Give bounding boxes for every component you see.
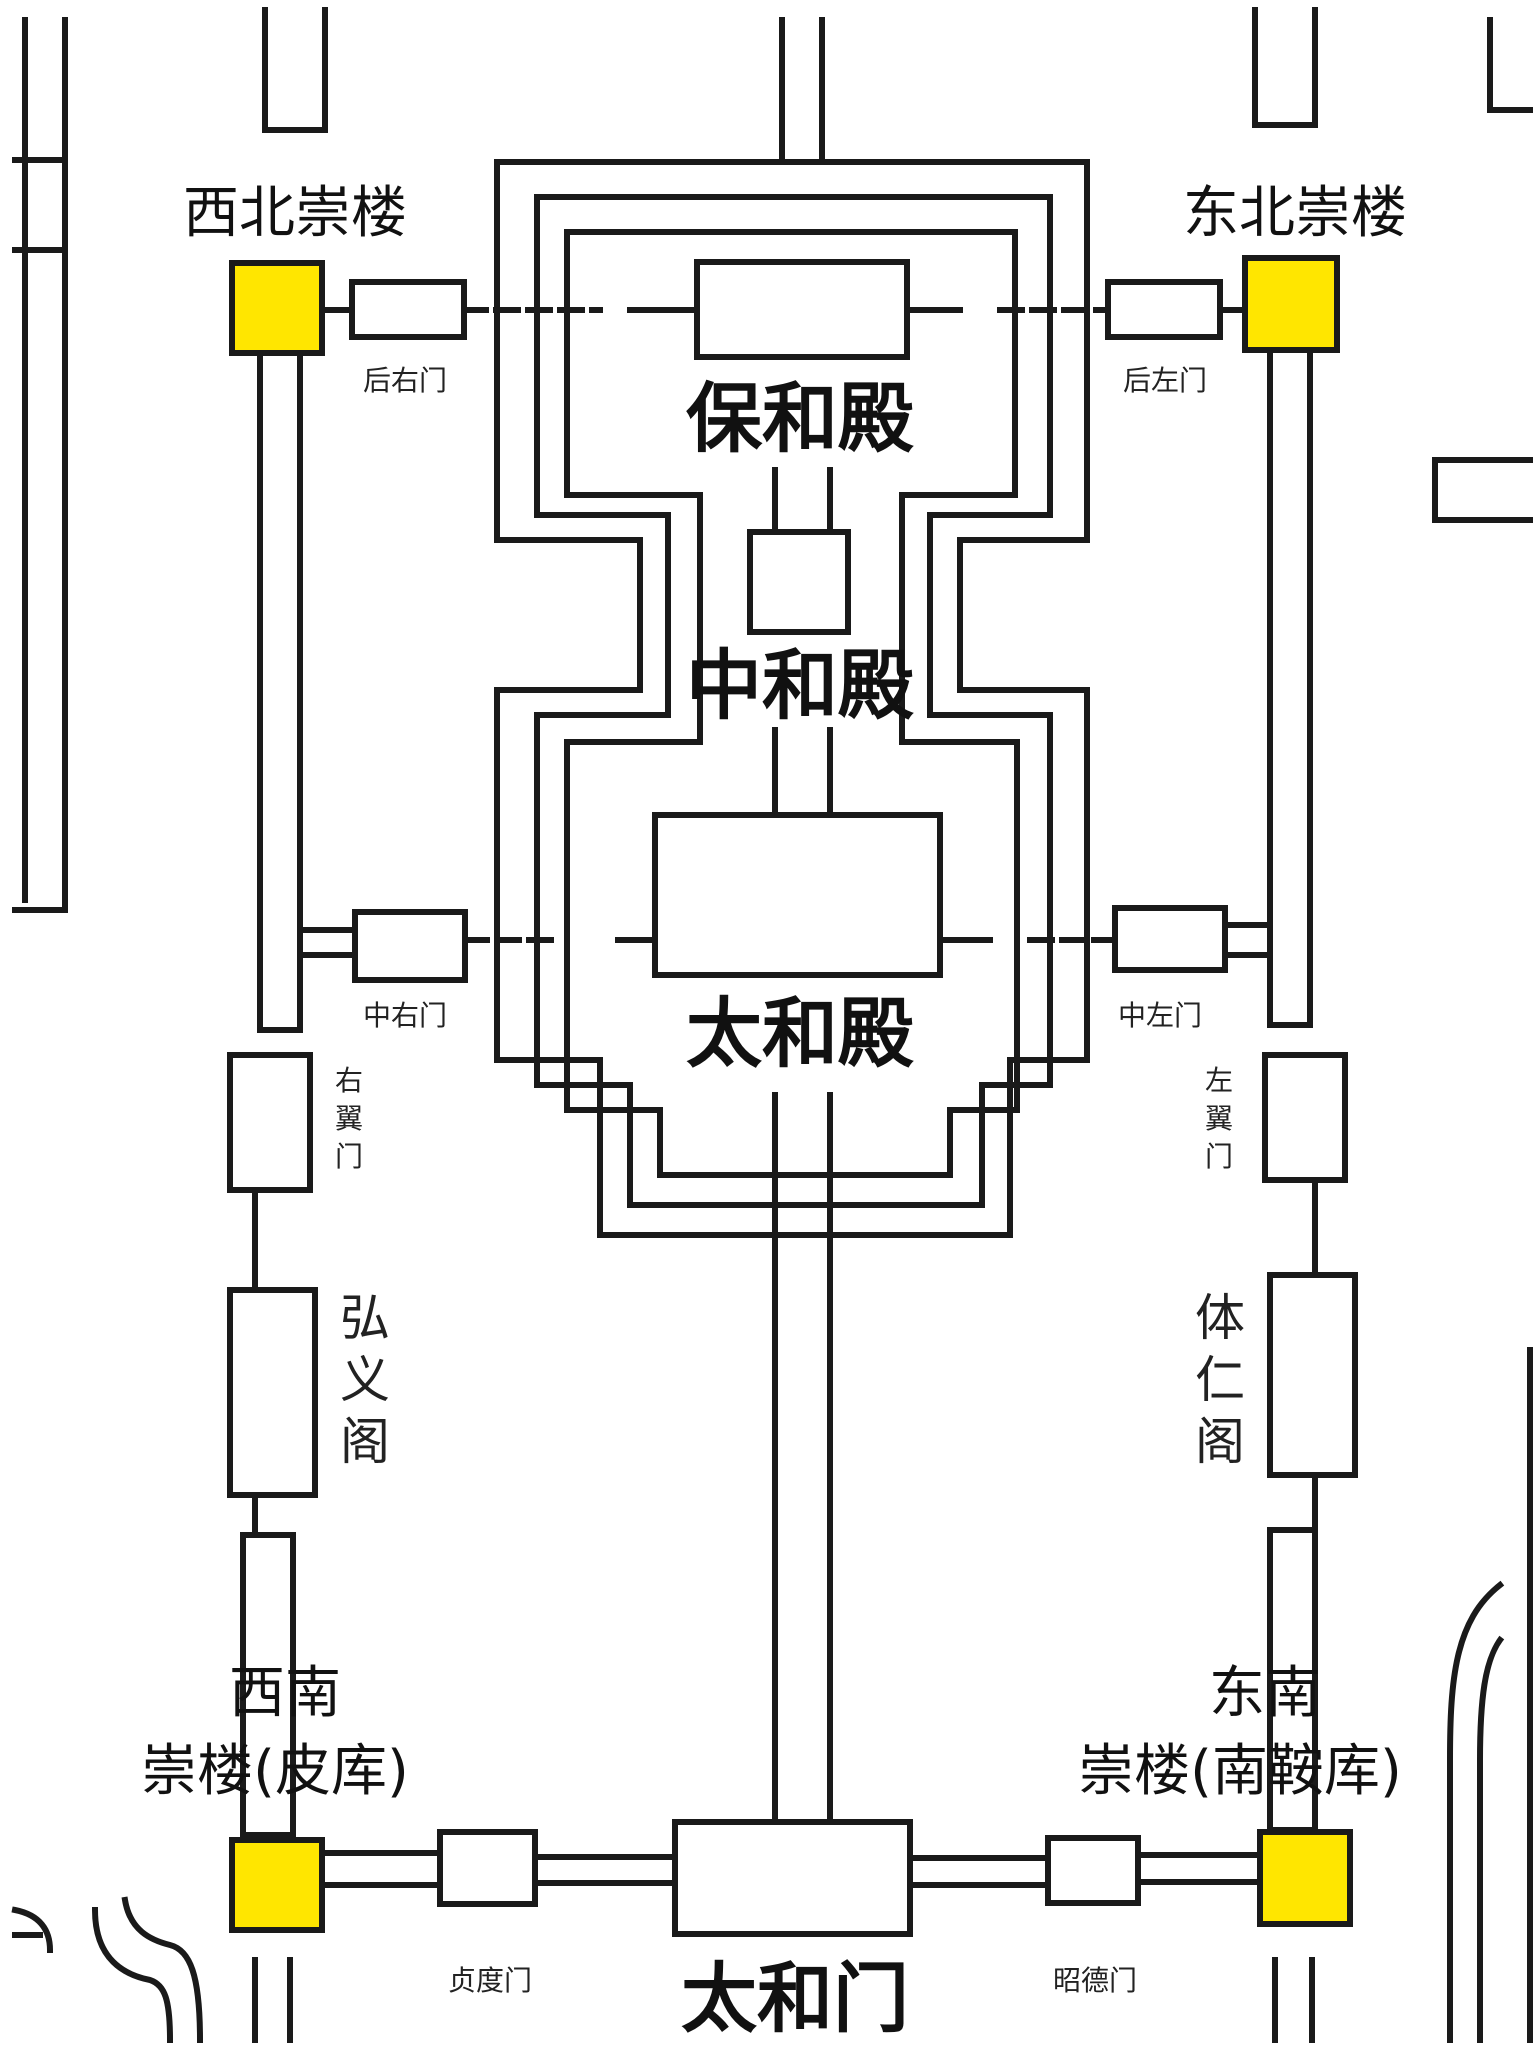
south-gate-row <box>317 1819 1263 1937</box>
top-left-building <box>262 7 328 133</box>
central-south-road <box>772 1092 833 1831</box>
zuo-yi-gate-label: 左翼门 <box>1205 1064 1233 1173</box>
baohe-hall-building[interactable] <box>694 259 910 360</box>
zhonghe-hall-label: 中和殿 <box>686 641 914 730</box>
tiren-pavilion[interactable] <box>1267 1272 1358 1478</box>
southwest-tower-label-line1: 西南 <box>229 1661 341 1726</box>
you-yi-gate-label: 右翼门 <box>335 1064 363 1173</box>
hou-you-gate[interactable] <box>349 279 467 340</box>
taihe-hall[interactable]: 太和殿 <box>615 812 993 1078</box>
southwest-corner-tower[interactable] <box>229 1837 325 1933</box>
southeast-corner-tower[interactable] <box>1257 1829 1353 1927</box>
top-right-building <box>1252 7 1318 128</box>
hou-you-gate-label: 后右门 <box>363 364 447 397</box>
southwest-tower-label-line2: 崇楼(皮库) <box>141 1739 409 1804</box>
zhen-du-gate[interactable] <box>437 1829 538 1907</box>
southeast-tower-label-line1: 东南 <box>1209 1661 1321 1726</box>
zhong-zuo-gate[interactable] <box>1112 905 1228 973</box>
taihe-hall-building[interactable] <box>652 812 943 978</box>
tiren-pavilion-label: 体仁阁 <box>1195 1289 1245 1471</box>
right-side-building <box>1432 457 1533 523</box>
middle-gate-row <box>302 905 1271 983</box>
baohe-hall-label: 保和殿 <box>686 374 914 463</box>
baohe-hall[interactable]: 保和殿 <box>627 259 963 463</box>
taihe-gate-building[interactable] <box>672 1819 913 1937</box>
hongyi-pavilion[interactable] <box>227 1287 318 1498</box>
zuo-yi-gate[interactable] <box>1262 1052 1348 1183</box>
you-yi-gate[interactable] <box>227 1052 313 1193</box>
east-corridor <box>1267 342 1318 2043</box>
taihe-gate-label: 太和门 <box>681 1954 909 2043</box>
zhao-de-gate[interactable] <box>1045 1835 1141 1906</box>
southwest-river <box>11 1896 204 2044</box>
hou-zuo-gate-label: 后左门 <box>1123 364 1207 397</box>
top-right-hook <box>1487 17 1533 113</box>
northwest-corner-tower[interactable] <box>229 260 325 356</box>
terrace-outline <box>494 159 1090 1238</box>
northwest-tower-label: 西北崇楼 <box>183 181 407 246</box>
zhonghe-hall-building[interactable] <box>747 529 851 635</box>
zhao-de-gate-label: 昭德门 <box>1053 1964 1137 1997</box>
left-edge-structure <box>12 17 68 913</box>
zhong-you-gate[interactable] <box>352 909 468 983</box>
hongyi-pavilion-label: 弘义阁 <box>340 1289 390 1471</box>
zhonghe-hall[interactable]: 中和殿 <box>686 467 914 818</box>
north-gate-row <box>317 279 1248 340</box>
zhen-du-gate-label: 贞度门 <box>448 1964 532 1997</box>
west-corridor <box>240 342 303 2043</box>
southeast-tower-label-line2: 崇楼(南鞍库) <box>1078 1739 1402 1804</box>
hou-zuo-gate[interactable] <box>1105 279 1223 340</box>
zhong-zuo-gate-label: 中左门 <box>1118 999 1202 1032</box>
southeast-river <box>1447 1347 1533 2043</box>
north-road <box>779 17 825 163</box>
northeast-corner-tower[interactable] <box>1242 255 1340 353</box>
taihe-hall-label: 太和殿 <box>686 989 914 1078</box>
northeast-tower-label: 东北崇楼 <box>1183 181 1407 246</box>
zhong-you-gate-label: 中右门 <box>363 999 447 1032</box>
